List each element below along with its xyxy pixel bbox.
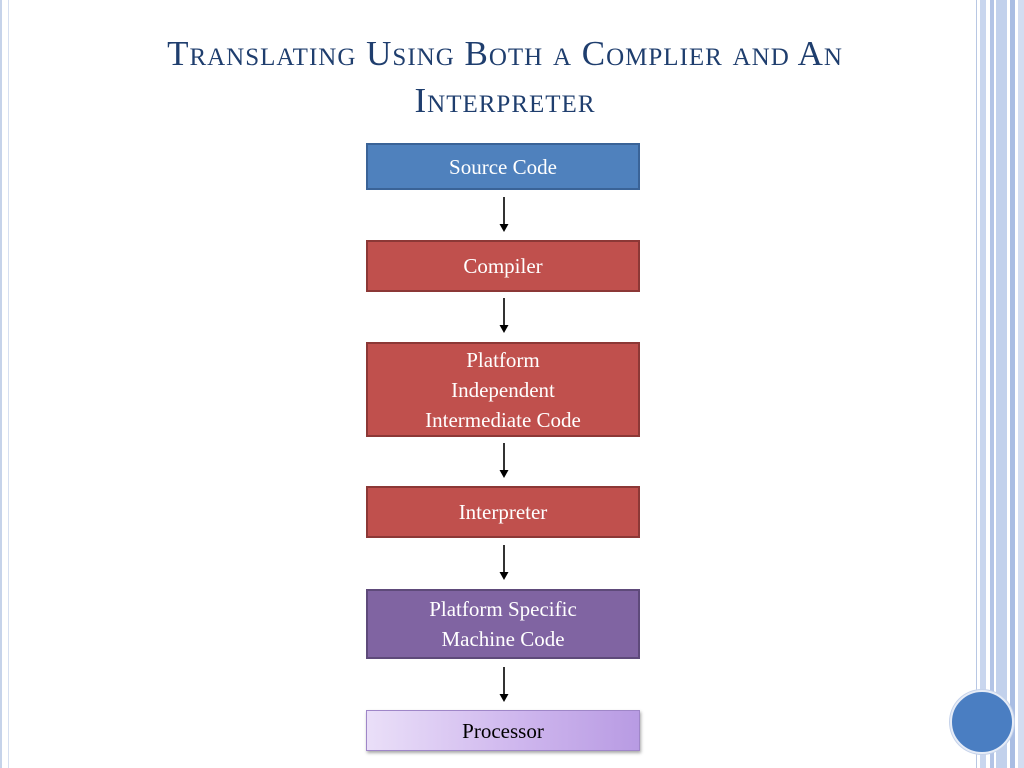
processor-label: Processor xyxy=(462,718,544,743)
left-border-line xyxy=(0,0,2,768)
right-stripe xyxy=(990,0,994,768)
right-stripe xyxy=(996,0,1007,768)
right-stripe xyxy=(976,0,977,768)
left-border-line-inner xyxy=(8,0,9,768)
down-arrow-icon xyxy=(499,545,509,580)
down-arrow-icon xyxy=(499,197,509,232)
compiler-label: Compiler xyxy=(463,254,543,278)
down-arrow-icon xyxy=(499,298,509,333)
down-arrow-icon xyxy=(499,667,509,702)
processor-box: Processor xyxy=(366,710,640,751)
down-arrow-icon xyxy=(499,443,509,478)
intermediate-code-label: Platform Independent Intermediate Code xyxy=(425,347,581,432)
compiler-box: Compiler xyxy=(366,240,640,292)
source-code-box: Source Code xyxy=(366,143,640,190)
machine-code-label: Platform Specific Machine Code xyxy=(429,597,577,651)
right-stripe xyxy=(980,0,986,768)
interpreter-label: Interpreter xyxy=(458,500,548,524)
right-stripe xyxy=(1018,0,1024,768)
interpreter-box: Interpreter xyxy=(366,486,640,538)
right-stripe xyxy=(1010,0,1015,768)
decorative-circle xyxy=(950,690,1014,754)
machine-code-box: Platform Specific Machine Code xyxy=(366,589,640,659)
slide-title: Translating Using Both a Complier and An… xyxy=(167,34,843,120)
source-code-label: Source Code xyxy=(449,154,557,179)
intermediate-code-box: Platform Independent Intermediate Code xyxy=(366,342,640,437)
